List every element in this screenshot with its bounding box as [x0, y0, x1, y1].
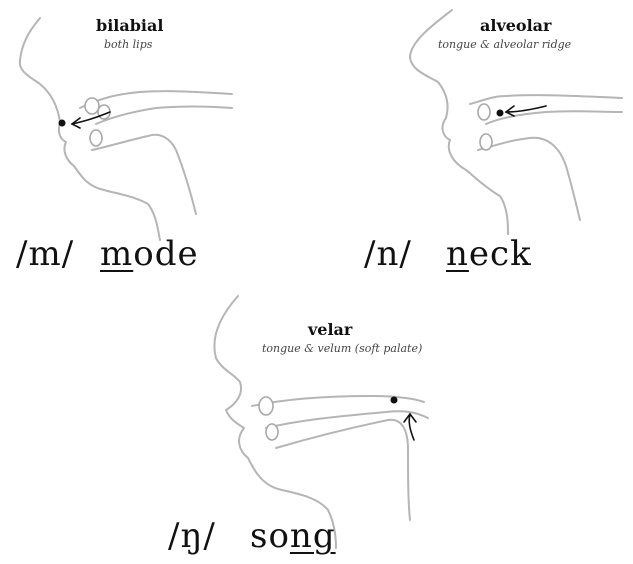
alveolar-example-rest: eck — [469, 234, 532, 274]
alveolar-subtitle: tongue & alveolar ridge — [438, 38, 571, 51]
bilabial-example-word: mode — [100, 234, 199, 274]
velar-example-prefix: so — [250, 516, 290, 556]
velar-title: velar — [308, 320, 352, 339]
velar-example-word: song — [250, 516, 336, 556]
bilabial-head-outline — [20, 18, 232, 240]
velar-example-highlight: ng — [290, 516, 336, 556]
alveolar-title: alveolar — [480, 16, 551, 35]
bilabial-subtitle: both lips — [104, 38, 152, 51]
bilabial-example-rest: ode — [133, 234, 198, 274]
alveolar-example-highlight: n — [446, 234, 469, 274]
bilabial-phoneme: /m/ — [16, 234, 74, 274]
alveolar-example-word: neck — [446, 234, 532, 274]
velar-subtitle: tongue & velum (soft palate) — [262, 342, 422, 355]
alveolar-phoneme: /n/ — [364, 234, 412, 274]
bilabial-title: bilabial — [96, 16, 163, 35]
velar-phoneme: /ŋ/ — [168, 516, 216, 556]
bilabial-example-highlight: m — [100, 234, 133, 274]
